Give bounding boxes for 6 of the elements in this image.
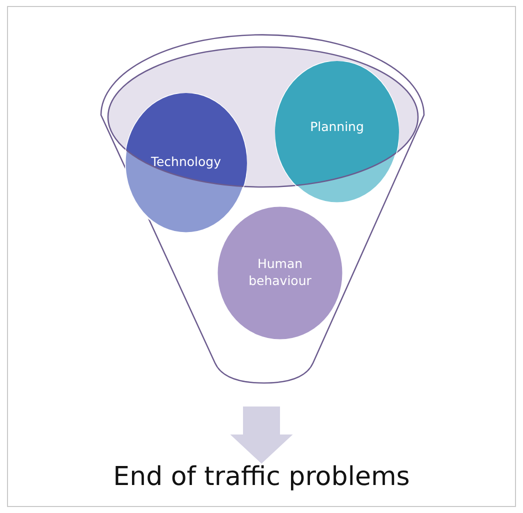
result-text: End of traffic problems <box>113 462 410 492</box>
circle-label: Technology <box>150 154 222 170</box>
circle-label: Planning <box>310 118 364 136</box>
funnel-drawing <box>100 33 426 385</box>
block-arrow <box>230 406 293 464</box>
circle-label: Human behaviour <box>248 256 312 290</box>
